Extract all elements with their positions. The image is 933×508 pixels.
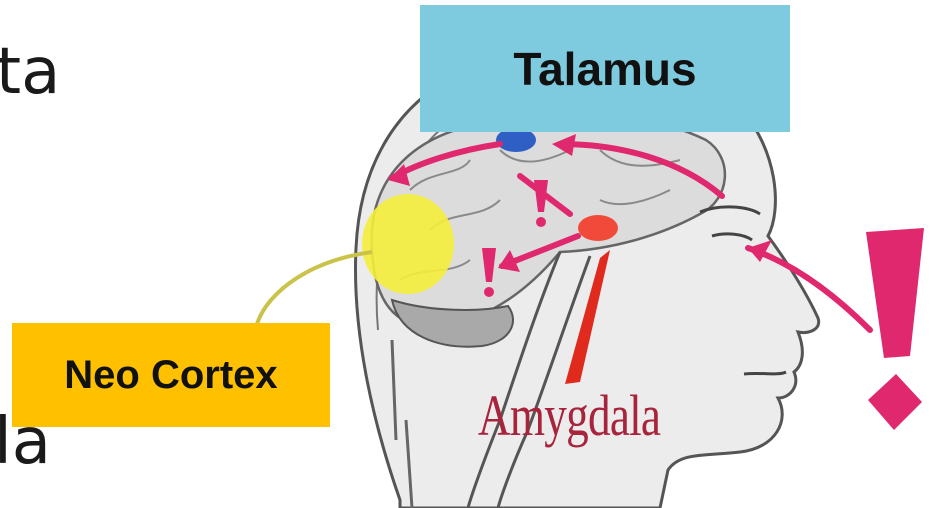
talamus-label-box: Talamus <box>420 5 790 132</box>
amygdala-label: Amygdala <box>478 382 660 449</box>
neo-cortex-highlight <box>362 194 454 294</box>
amygdala-dot <box>578 215 618 241</box>
mouth <box>744 372 786 374</box>
talamus-label: Talamus <box>513 42 696 96</box>
neo-cortex-label-box: Neo Cortex <box>12 323 330 427</box>
exclamation-icon <box>866 228 924 430</box>
neo-cortex-label: Neo Cortex <box>64 353 277 398</box>
